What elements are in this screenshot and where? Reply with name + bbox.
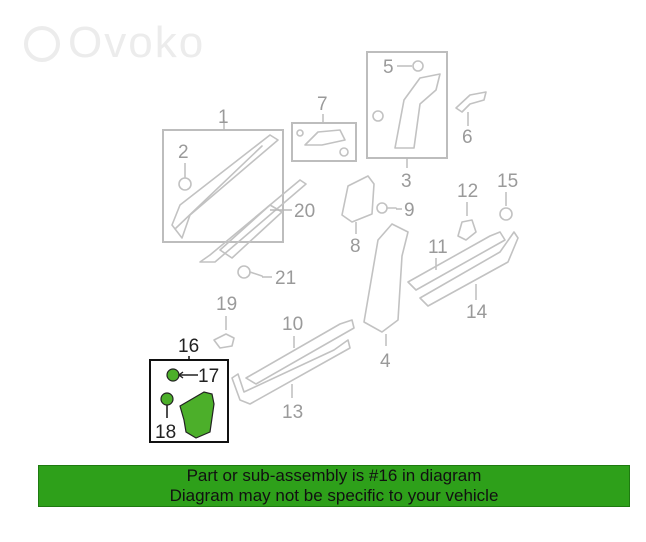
part-14-group: 14: [419, 231, 519, 323]
callout-18: 18: [155, 422, 176, 443]
clip-18: [160, 392, 174, 406]
callout-7: 7: [317, 94, 328, 115]
info-banner: Part or sub-assembly is #16 in diagram D…: [38, 465, 630, 507]
screw-21: [237, 265, 251, 279]
callout-8: 8: [350, 236, 361, 257]
a-pillar-trim: [171, 134, 279, 239]
clip-2: [178, 177, 192, 191]
part-11-group: 11: [407, 231, 506, 291]
part-1-group: 1 2: [162, 107, 284, 243]
callout-14: 14: [466, 302, 488, 323]
callout-16: 16: [178, 336, 199, 357]
clip-12: [457, 219, 477, 241]
callout-15: 15: [497, 171, 518, 192]
bracket-7: [304, 129, 346, 146]
part-16-box: [149, 359, 229, 443]
part-6-bracket: [455, 91, 487, 113]
callout-5: 5: [383, 57, 394, 78]
callout-19: 19: [216, 294, 237, 315]
part-12-group: 12: [457, 181, 478, 241]
part-7-box: [291, 122, 357, 162]
clip-19: [213, 333, 235, 349]
screw-9: [376, 202, 388, 214]
part-20-group: 20: [199, 179, 315, 263]
callout-11: 11: [428, 237, 448, 258]
callout-20: 20: [294, 201, 315, 222]
callout-13: 13: [282, 402, 303, 423]
part-3-box: [366, 51, 448, 159]
part-10-group: 10: [245, 314, 355, 385]
part-9-group: 9: [376, 200, 415, 221]
clip-15: [499, 207, 513, 221]
callout-17: 17: [198, 366, 219, 387]
part-7-group: 7: [291, 94, 357, 162]
b-pillar-upper-trim: [394, 73, 441, 149]
b-pillar-lower-trim: [363, 223, 409, 333]
part-21-group: 21: [237, 265, 296, 289]
part-16-group: 16 17 18: [149, 336, 229, 443]
part-8-group: 8: [341, 175, 375, 257]
callout-6: 6: [462, 127, 473, 148]
callout-21: 21: [275, 268, 296, 289]
part-20-bracket: [199, 179, 307, 263]
part-1-box: [162, 129, 284, 243]
callout-3: 3: [401, 171, 412, 192]
callout-10: 10: [282, 314, 303, 335]
sill-trim-10: [245, 319, 355, 385]
banner-line-2: Diagram may not be specific to your vehi…: [169, 486, 499, 505]
cover-16: [179, 391, 215, 439]
part-8-bracket: [341, 175, 375, 223]
callout-1: 1: [218, 107, 229, 128]
callout-2: 2: [178, 142, 189, 163]
watermark-text: Ovoko: [68, 18, 206, 67]
scuff-plate-14: [419, 231, 519, 307]
sill-trim-13: [231, 339, 351, 405]
ovoko-logo-icon: [24, 26, 60, 62]
scuff-plate-11: [407, 231, 506, 291]
banner-line-1: Part or sub-assembly is #16 in diagram: [186, 466, 482, 485]
part-3-group: 5 3: [366, 51, 448, 192]
clip-17: [166, 368, 180, 382]
part-6-group: 6: [455, 91, 487, 148]
part-13-group: 13: [231, 339, 351, 423]
callout-12: 12: [457, 181, 478, 202]
callout-4: 4: [380, 351, 391, 372]
part-4-group: 4: [363, 223, 409, 372]
part-15-group: 15: [497, 171, 518, 221]
callout-9: 9: [404, 200, 415, 221]
part-19-group: 19: [213, 294, 237, 349]
